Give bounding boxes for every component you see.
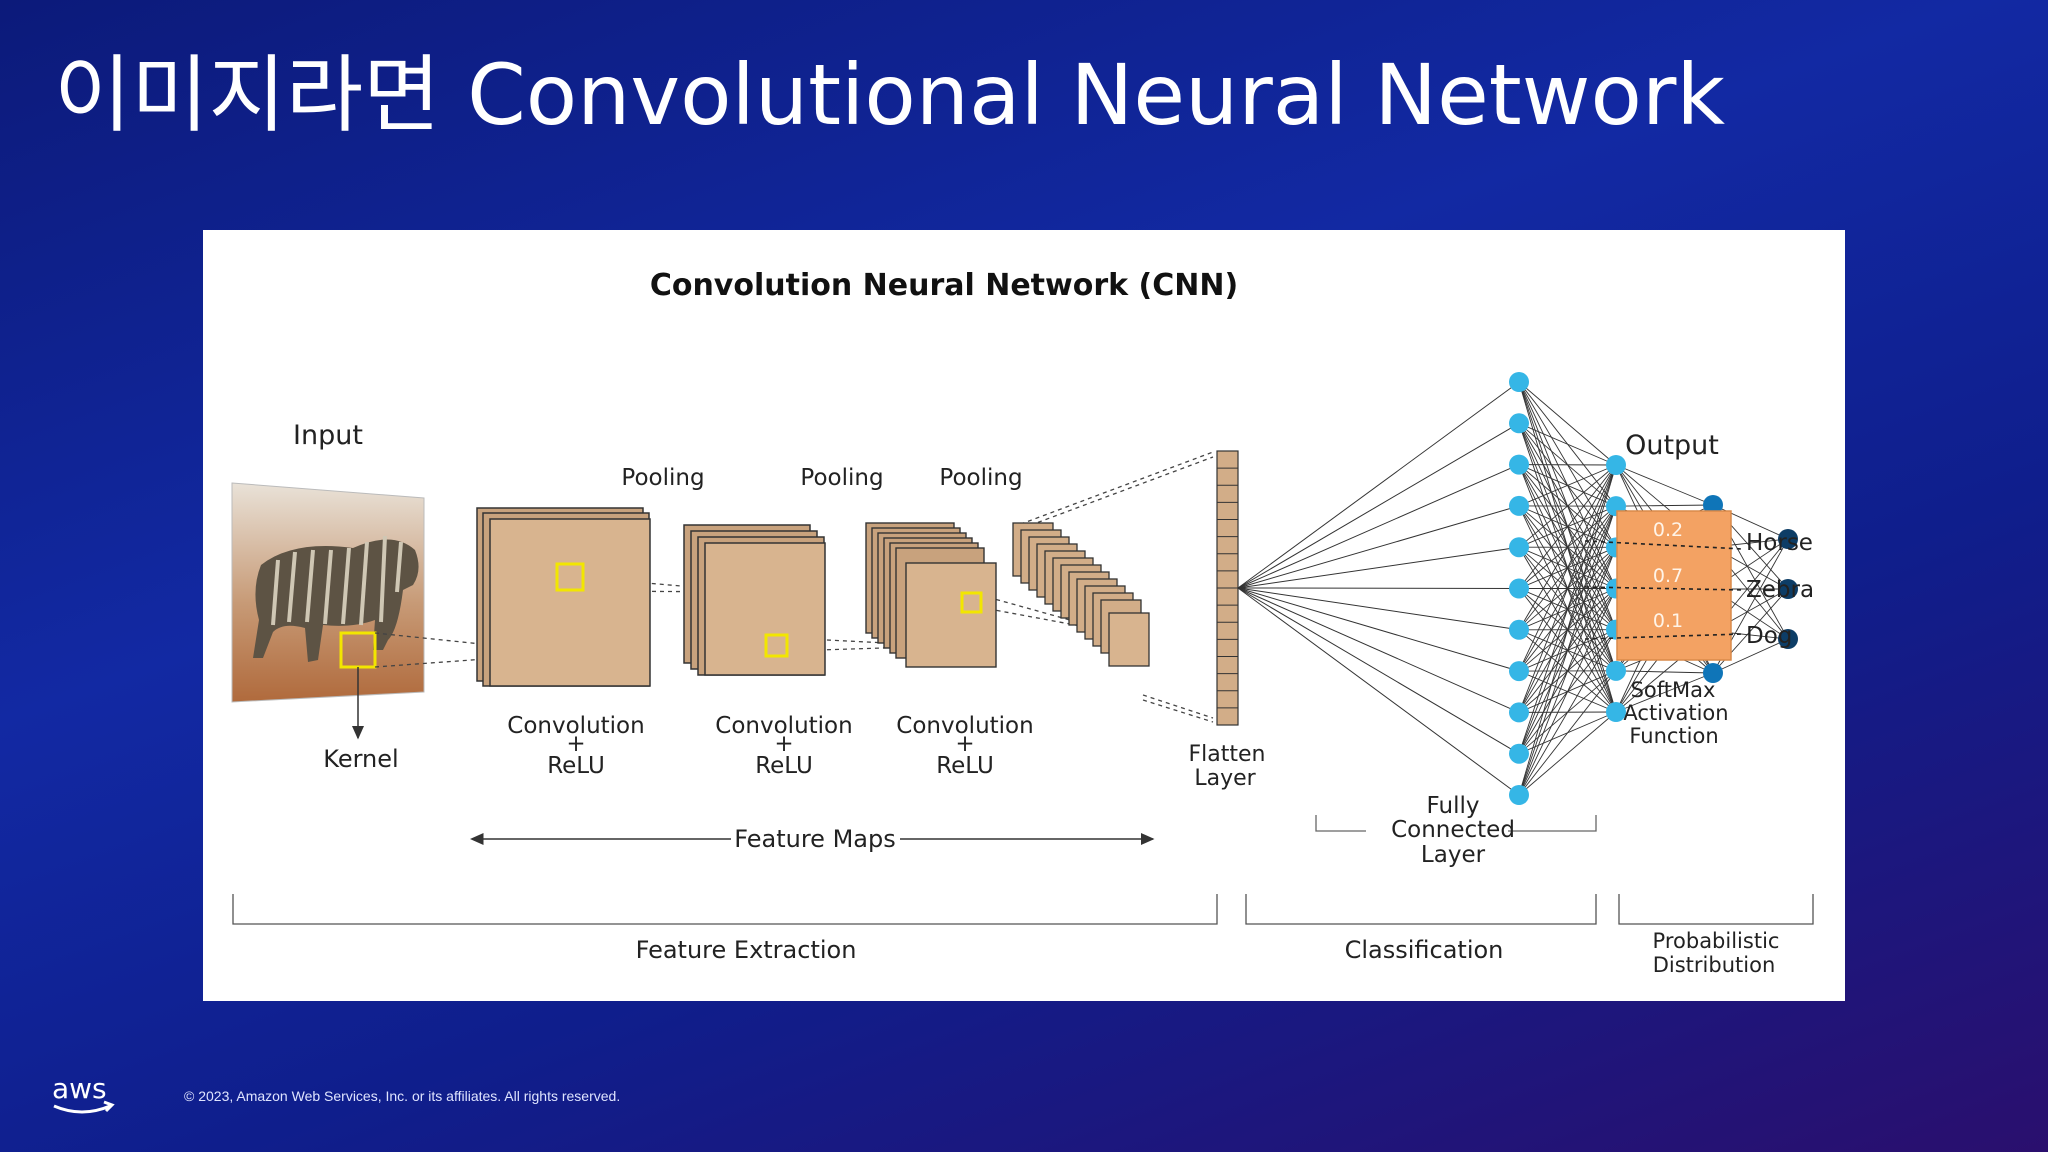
neuron-node: [1509, 495, 1529, 516]
relu-label-3: ReLU: [936, 753, 994, 779]
fc-label-1: Fully: [1427, 793, 1480, 819]
aws-logo-icon: aws: [52, 1072, 115, 1114]
neuron-node: [1509, 578, 1529, 599]
softmax-output-box: [1616, 510, 1732, 661]
neuron-node: [1703, 495, 1723, 515]
flatten-label-2: Layer: [1194, 766, 1256, 791]
feature-map-stack-4: [1012, 522, 1150, 667]
flatten-label-1: Flatten: [1189, 742, 1266, 767]
feature-map-stack-3: [865, 522, 997, 668]
neuron-node: [1509, 372, 1529, 392]
neuron-node: [1509, 537, 1529, 558]
fc-label-2: Connected: [1391, 817, 1515, 843]
neuron-node: [1509, 702, 1529, 723]
classification-label: Classification: [1345, 936, 1504, 964]
diagram-title: Convolution Neural Network (CNN): [650, 268, 1238, 303]
neuron-node: [1509, 454, 1529, 475]
neuron-node: [1778, 629, 1798, 649]
output-class-zebra: Zebra: [1746, 577, 1814, 603]
aws-logo: aws: [50, 1072, 120, 1124]
probabilistic-label-1: Probabilistic: [1653, 929, 1780, 953]
kernel-square-3: [960, 591, 983, 614]
probabilistic-label-2: Distribution: [1653, 953, 1776, 977]
zebra-input-image: [231, 482, 425, 703]
neuron-node: [1509, 413, 1529, 434]
neuron-node: [1509, 619, 1529, 640]
fc-label-3: Layer: [1421, 842, 1486, 868]
neuron-node: [1509, 661, 1529, 682]
neuron-node: [1778, 529, 1798, 549]
pooling-label-1: Pooling: [621, 465, 704, 491]
neuron-node: [1606, 702, 1626, 722]
output-value-horse: 0.2: [1653, 519, 1683, 541]
output-class-horse: Horse: [1746, 530, 1813, 556]
neuron-node: [1509, 785, 1529, 805]
input-label: Input: [293, 420, 363, 451]
copyright-text: © 2023, Amazon Web Services, Inc. or its…: [184, 1088, 621, 1104]
aws-logo-text: aws: [52, 1076, 107, 1105]
output-value-zebra: 0.7: [1653, 565, 1683, 587]
neuron-node: [1778, 579, 1798, 599]
conv-plus-2: +: [774, 731, 793, 757]
feature-extraction-label: Feature Extraction: [636, 936, 857, 964]
output-class-dog: Dog: [1746, 623, 1792, 649]
relu-label-1: ReLU: [547, 753, 605, 779]
output-value-dog: 0.1: [1653, 610, 1683, 632]
kernel-square-1: [555, 562, 585, 592]
pooling-label-2: Pooling: [800, 465, 883, 491]
kernel-label: Kernel: [323, 745, 398, 773]
kernel-square-2: [764, 633, 789, 658]
neuron-node: [1703, 663, 1723, 683]
pooling-label-3: Pooling: [939, 465, 1022, 491]
output-label: Output: [1625, 430, 1719, 461]
neuron-node: [1509, 743, 1529, 764]
conv-label-3: Convolution: [896, 713, 1033, 739]
feature-maps-label: Feature Maps: [734, 825, 895, 853]
conv-label-2: Convolution: [715, 713, 852, 739]
conv-plus-3: +: [955, 731, 974, 757]
softmax-label-1: SoftMax: [1631, 678, 1716, 702]
probabilistic-bracket: [1618, 894, 1814, 925]
feature-map-stack-2: [683, 524, 826, 676]
slide-title: 이미지라면 Convolutional Neural Network: [54, 46, 1726, 144]
softmax-label-2: Activation: [1623, 701, 1728, 725]
conv-plus-1: +: [566, 731, 585, 757]
feature-map-stack-1: [476, 507, 651, 687]
cnn-diagram-figure: Convolution Neural Network (CNN) Input K…: [203, 230, 1845, 1001]
neuron-node: [1606, 455, 1626, 475]
cnn-diagram-svg: Convolution Neural Network (CNN) Input K…: [231, 268, 1814, 977]
neuron-node: [1606, 660, 1626, 681]
relu-label-2: ReLU: [755, 753, 813, 779]
conv-label-1: Convolution: [507, 713, 644, 739]
classification-bracket: [1245, 894, 1597, 925]
feature-extraction-bracket: [232, 894, 1218, 925]
softmax-label-3: Function: [1629, 724, 1718, 748]
